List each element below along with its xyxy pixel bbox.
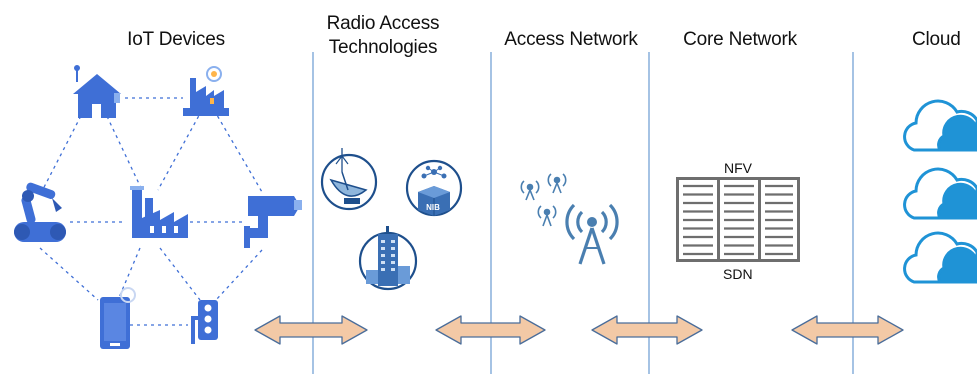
header-core-network: Core Network — [683, 29, 797, 50]
double-arrows — [254, 315, 904, 345]
header-rat-line1: Radio Access — [326, 13, 440, 34]
header-radio-access-technologies: Radio Access Technologies — [316, 12, 450, 60]
nib-box-icon: NIB — [405, 159, 463, 217]
nib-label: NIB — [426, 203, 440, 212]
robot-arm-icon — [14, 182, 66, 242]
iot-mesh-lines — [39, 97, 263, 326]
cloud-icon — [903, 231, 977, 284]
server-rack-icon — [676, 177, 800, 262]
small-tower-3 — [537, 205, 557, 227]
cloud-icon — [903, 99, 977, 152]
double-arrow-core — [591, 315, 703, 345]
double-arrow-cloud — [791, 315, 904, 345]
header-cloud: Cloud — [912, 29, 961, 50]
header-iot-devices: IoT Devices — [127, 29, 225, 50]
double-arrow-access — [435, 315, 546, 345]
radio-tower-icon — [520, 173, 619, 265]
small-tower-1 — [520, 180, 540, 201]
smart-home-icon — [73, 65, 121, 118]
satellite-dish-icon — [320, 148, 378, 211]
smartphone-icon — [100, 287, 136, 349]
nfv-label: NFV — [724, 160, 752, 176]
small-tower-2 — [547, 173, 567, 194]
security-camera-icon — [244, 196, 302, 248]
header-rat-line2: Technologies — [328, 37, 438, 58]
header-access-network: Access Network — [504, 29, 638, 50]
section-dividers — [312, 52, 854, 374]
sdn-label: SDN — [723, 266, 753, 282]
main-tower — [565, 203, 619, 265]
double-arrow-rat — [254, 315, 368, 345]
cloud-icon — [903, 167, 977, 220]
cloud-icon-group — [903, 99, 977, 284]
traffic-light-icon — [191, 300, 218, 344]
smart-factory-icon — [183, 66, 229, 116]
building-icon — [358, 226, 418, 291]
factory-icon — [130, 186, 188, 238]
